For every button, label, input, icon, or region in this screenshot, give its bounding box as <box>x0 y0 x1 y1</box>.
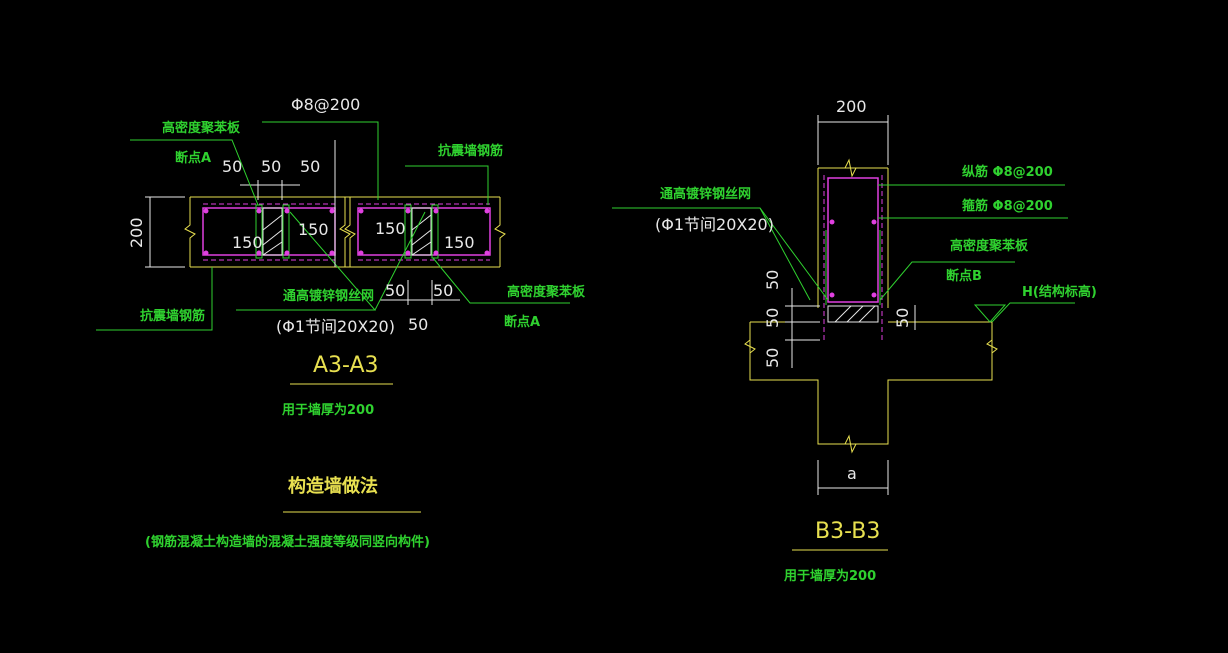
a3-label-foam-board-2: 高密度聚苯板 <box>507 284 586 300</box>
a3-dim-b50c: 50 <box>408 315 428 334</box>
a3-label-break-a-2: 断点A <box>504 314 540 330</box>
b3-dimensions <box>785 115 916 495</box>
a3-rebar-dots <box>203 208 490 256</box>
b3-dim-a: a <box>847 464 857 483</box>
method-title: 构造墙做法 <box>288 475 378 497</box>
a3-dim-50a: 50 <box>222 157 242 176</box>
a3-dim-150c: 150 <box>375 219 406 238</box>
a3-label-mesh: 通高镀锌钢丝网 <box>283 288 374 304</box>
b3-column-outline <box>744 158 998 454</box>
b3-leaders <box>612 184 1075 551</box>
a3-wall-outline <box>184 196 506 268</box>
b3-label-mesh: 通高镀锌钢丝网 <box>660 186 751 202</box>
a3-leaders <box>96 121 570 513</box>
section-a3: 高密度聚苯板 断点A Φ8@200 抗震墙钢筋 抗震墙钢筋 通高镀锌钢丝网 (Φ… <box>96 95 586 513</box>
b3-title: B3-B3 <box>815 519 880 544</box>
a3-label-break-a: 断点A <box>175 150 211 166</box>
a3-dim-50c: 50 <box>300 157 320 176</box>
a3-dim-50b: 50 <box>261 157 281 176</box>
a3-dim-150b: 150 <box>298 220 329 239</box>
a3-subtitle: 用于墙厚为200 <box>281 402 374 418</box>
b3-dim-200: 200 <box>836 97 867 116</box>
b3-label-h: H(结构标高) <box>1022 284 1097 300</box>
a3-label-seismic-top: 抗震墙钢筋 <box>438 143 503 159</box>
b3-foam-board <box>825 230 881 323</box>
a3-dim-200: 200 <box>127 217 146 248</box>
b3-dim-50c: 50 <box>763 348 782 368</box>
section-b3: 200 纵筋 Φ8@200 箍筋 Φ8@200 通高镀锌钢丝网 (Φ1节间20X… <box>612 97 1097 584</box>
b3-dim-50a: 50 <box>763 270 782 290</box>
a3-dim-150a: 150 <box>232 233 263 252</box>
b3-rebar <box>823 175 883 340</box>
a3-dimensions <box>145 180 460 305</box>
a3-label-phi8: Φ8@200 <box>291 95 360 114</box>
a3-title: A3-A3 <box>313 353 379 378</box>
b3-label-long-bar: 纵筋 Φ8@200 <box>962 164 1053 180</box>
b3-label-mesh-spec: (Φ1节间20X20) <box>655 215 774 234</box>
b3-subtitle: 用于墙厚为200 <box>783 568 876 584</box>
b3-dim-50b: 50 <box>763 308 782 328</box>
a3-dim-b50a: 50 <box>385 281 405 300</box>
a3-label-seismic-bottom: 抗震墙钢筋 <box>140 308 205 324</box>
a3-label-mesh-spec: (Φ1节间20X20) <box>276 317 395 336</box>
a3-dim-b50b: 50 <box>433 281 453 300</box>
method-block: 构造墙做法 (钢筋混凝土构造墙的混凝土强度等级同竖向构件) <box>145 475 430 550</box>
a3-dim-150d: 150 <box>444 233 475 252</box>
b3-label-break-b: 断点B <box>946 268 982 284</box>
b3-dim-50d: 50 <box>893 308 912 328</box>
a3-label-foam-board: 高密度聚苯板 <box>162 120 241 136</box>
a3-foam-boards <box>255 204 439 259</box>
method-note: (钢筋混凝土构造墙的混凝土强度等级同竖向构件) <box>145 534 430 550</box>
b3-label-stirrup: 箍筋 Φ8@200 <box>962 198 1053 214</box>
b3-label-foam-board: 高密度聚苯板 <box>950 238 1029 254</box>
